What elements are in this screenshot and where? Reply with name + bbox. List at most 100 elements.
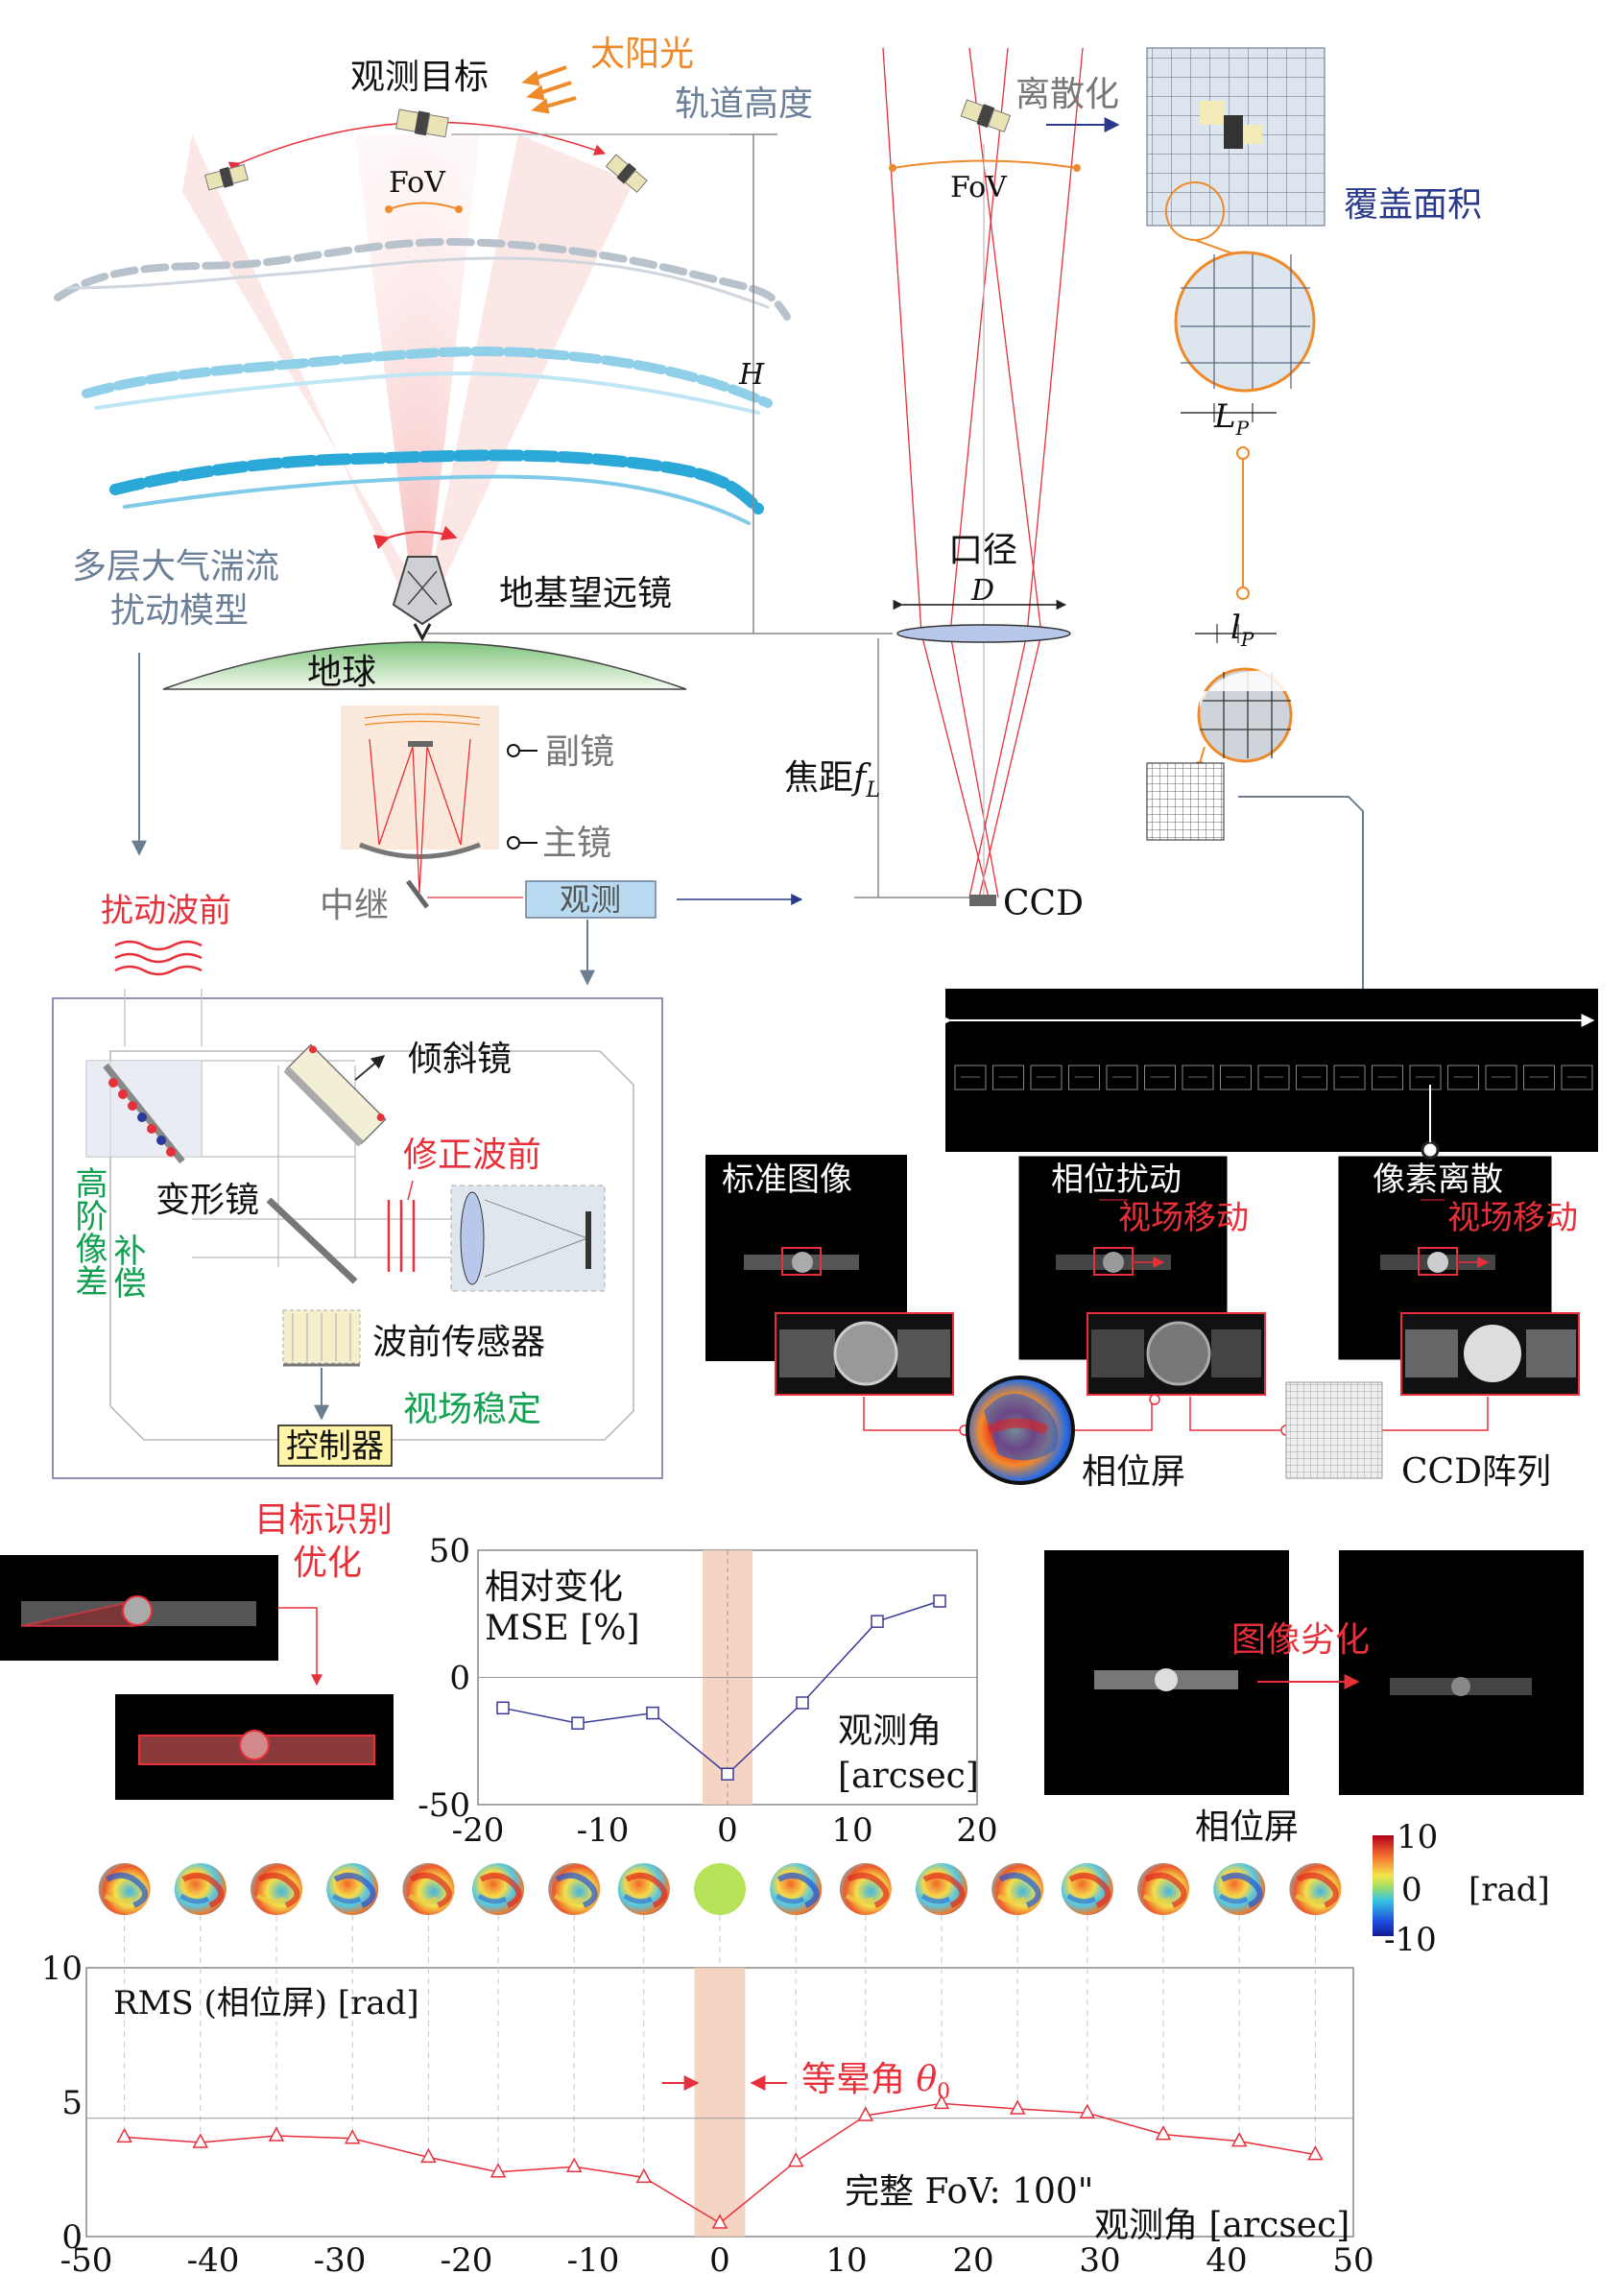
rms-marker — [1079, 2103, 1096, 2118]
isoplanatic-label: 等晕角 θ0 — [801, 2060, 950, 2104]
earth-label: 地球 — [307, 653, 376, 692]
observe-label: 观测 — [560, 881, 621, 918]
height-symbol: H — [738, 358, 765, 392]
phase-screen-thumb — [472, 1863, 524, 1915]
colorbar-gradient — [1373, 1835, 1394, 1936]
optics-diagram: FoV 离散化 口径 D 焦距fL CCD — [784, 47, 1120, 923]
phase-screen-label: 相位屏 — [1082, 1452, 1185, 1492]
rms-xtick-label: -10 — [567, 2241, 620, 2274]
target-recog-label-2: 优化 — [293, 1544, 362, 1583]
ccd-label: CCD — [1003, 884, 1084, 923]
fov-arc-left — [388, 202, 460, 210]
colorbar-max: 10 — [1397, 1818, 1438, 1856]
aperture-symbol: D — [970, 574, 994, 608]
rms-ytick-label: 0 — [61, 2218, 83, 2257]
rms-marker — [490, 2163, 507, 2178]
ccd-cell — [1561, 1065, 1593, 1090]
sunlight-arrows-icon — [521, 65, 577, 114]
phase-screen-thumb — [694, 1863, 746, 1915]
objective-lens — [896, 624, 1071, 643]
coverage-grids: 覆盖面积 LP lP — [1146, 47, 1482, 1139]
secondary-mirror-label: 副镜 — [545, 732, 614, 772]
rms-xtick-label: 50 — [1332, 2241, 1373, 2274]
fov-beam-left — [182, 134, 422, 595]
mse-ytick-label: 50 — [429, 1532, 470, 1570]
image-degrade-label: 图像劣化 — [1231, 1620, 1370, 1660]
mse-marker — [871, 1615, 884, 1628]
phase-screen-thumb — [770, 1863, 823, 1915]
phase-screen-thumb — [1213, 1863, 1266, 1915]
rms-marker — [420, 2147, 437, 2164]
ao-frame — [52, 997, 663, 1479]
fov-stable-label: 视场稳定 — [403, 1390, 541, 1429]
phase-screen-thumb — [548, 1863, 601, 1915]
rms-marker — [1230, 2132, 1248, 2147]
zoom-circle-1 — [1174, 251, 1316, 393]
mse-xtick-label: 0 — [717, 1811, 738, 1850]
rms-xtick-label: 40 — [1206, 2241, 1247, 2274]
target-recognition: 目标识别 优化 — [0, 1500, 394, 1800]
ccd-cell — [1447, 1065, 1479, 1090]
mse-marker — [796, 1696, 809, 1710]
satellite-icon — [395, 108, 449, 138]
colorbar-mid: 0 — [1401, 1871, 1422, 1909]
rms-xlabel: 观测角 [arcsec] — [1094, 2206, 1349, 2245]
satellite-icon — [203, 163, 249, 191]
phase-screen-thumb — [916, 1863, 967, 1915]
ccd-cell — [992, 1065, 1024, 1090]
image-degrade: 图像劣化 相位屏 — [1044, 1550, 1584, 1847]
mse-xtick-label: -10 — [577, 1811, 630, 1850]
fov-label-left: FoV — [389, 166, 446, 200]
earth-shape — [162, 641, 687, 690]
mse-xtick-label: 10 — [831, 1811, 872, 1850]
atmosphere-layers — [54, 237, 791, 525]
rms-xtick-label: 30 — [1079, 2241, 1120, 2274]
phase-screen-strip — [98, 1863, 1342, 1915]
turbulence-label-2: 扰动模型 — [110, 591, 249, 631]
mse-marker — [933, 1594, 946, 1608]
ccd-cell — [1485, 1065, 1517, 1090]
rms-marker — [711, 2214, 728, 2229]
high-order-label-1: 高阶像差 — [69, 1166, 107, 1297]
mse-marker — [721, 1767, 734, 1781]
target-recog-label-1: 目标识别 — [254, 1500, 393, 1540]
rms-marker — [344, 2129, 361, 2144]
mse-ylabel-1: 相对变化 — [485, 1568, 623, 1607]
fov-beam-center — [355, 134, 480, 595]
wavefront-sensor-label: 波前传感器 — [372, 1323, 545, 1362]
phase-screen-thumb — [617, 1863, 670, 1915]
phase-disturb-label: 相位扰动 — [1051, 1161, 1182, 1199]
ccd-cell — [1333, 1065, 1366, 1090]
phase-screen-thumb — [326, 1863, 379, 1915]
coverage-label: 覆盖面积 — [1344, 185, 1482, 225]
fov-move-label-1: 视场移动 — [1118, 1199, 1249, 1237]
deformable-mirror-label: 变形镜 — [155, 1181, 259, 1220]
relay-label: 中继 — [320, 886, 389, 925]
rms-xtick-label: -20 — [441, 2241, 493, 2274]
cassegrain-inset — [341, 706, 499, 850]
ccd-sensor — [969, 895, 996, 906]
phase-screen-thumb — [991, 1863, 1044, 1915]
rms-marker — [268, 2126, 285, 2142]
sunlight-label: 太阳光 — [590, 35, 694, 74]
ccd-cell — [1182, 1065, 1214, 1090]
ccd-cell — [1106, 1065, 1138, 1090]
ao-system: 扰动波前 倾斜镜 修正波前 — [52, 892, 663, 1479]
ccd-cell — [1030, 1065, 1063, 1090]
ccd-cell — [1257, 1065, 1290, 1090]
ccd-cell — [1372, 1065, 1403, 1090]
ccd-cell — [1523, 1065, 1555, 1090]
turbulence-label-1: 多层大气湍流 — [72, 547, 279, 586]
rms-marker — [787, 2152, 804, 2167]
zoom-details — [775, 1312, 1580, 1396]
rms-xtick-label: 0 — [709, 2241, 730, 2274]
rms-marker — [116, 2127, 132, 2143]
phase-screen-thumb — [251, 1863, 302, 1915]
std-image-label: 标准图像 — [722, 1161, 852, 1199]
rms-highlight-band — [694, 1968, 746, 2237]
phase-screen-thumb — [402, 1863, 455, 1915]
image-pipeline: 标准图像 相位扰动 像素离散 视场移动 视场移动 — [705, 989, 1598, 1492]
ground-telescope-label: 地基望远镜 — [499, 574, 672, 613]
controller-label: 控制器 — [286, 1427, 384, 1466]
